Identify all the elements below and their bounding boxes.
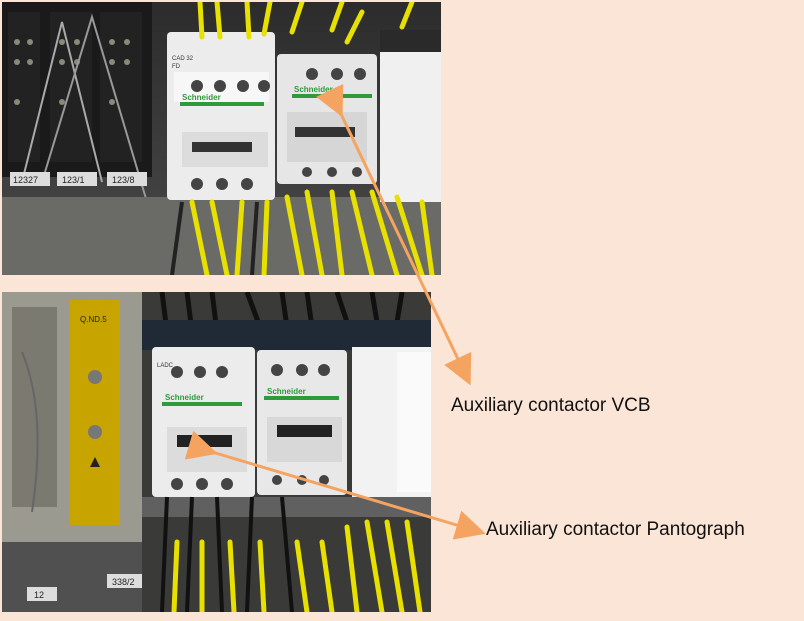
- svg-text:Schneider: Schneider: [294, 85, 333, 94]
- svg-text:Schneider: Schneider: [165, 393, 204, 402]
- contactor-1: Schneider CAD 32 FD: [167, 32, 275, 200]
- terminal-tag: 12: [27, 587, 57, 601]
- terminal-tag: 123/1: [57, 172, 97, 186]
- svg-text:12: 12: [34, 590, 44, 600]
- photo-lower-panel: Q.ND.5 338/2 12 LADC Schneider: [2, 292, 431, 612]
- contactor-a: LADC Schneider: [152, 347, 255, 497]
- svg-text:338/2: 338/2: [112, 577, 135, 587]
- svg-text:LADC: LADC: [157, 363, 174, 369]
- terminal-tag: 123/8: [107, 172, 147, 186]
- photo-upper-panel: 12327 123/1 123/8 Schneider CAD 32 FD: [2, 2, 441, 275]
- svg-text:Schneider: Schneider: [267, 387, 306, 396]
- svg-text:FD: FD: [172, 64, 181, 70]
- svg-text:123/1: 123/1: [62, 175, 85, 185]
- svg-text:CAD 32: CAD 32: [172, 56, 194, 62]
- terminal-tag: 12327: [10, 172, 50, 186]
- contactor-b: Schneider: [257, 350, 347, 495]
- label-auxiliary-contactor-pantograph: Auxiliary contactor Pantograph: [486, 519, 745, 540]
- label-auxiliary-contactor-vcb: Auxiliary contactor VCB: [451, 395, 651, 416]
- terminal-tag: 338/2: [107, 574, 142, 588]
- contactor-2: Schneider: [277, 54, 377, 184]
- svg-text:123/8: 123/8: [112, 175, 135, 185]
- svg-text:Q.ND.5: Q.ND.5: [80, 315, 107, 324]
- svg-text:Schneider: Schneider: [182, 93, 221, 102]
- svg-text:12327: 12327: [13, 175, 38, 185]
